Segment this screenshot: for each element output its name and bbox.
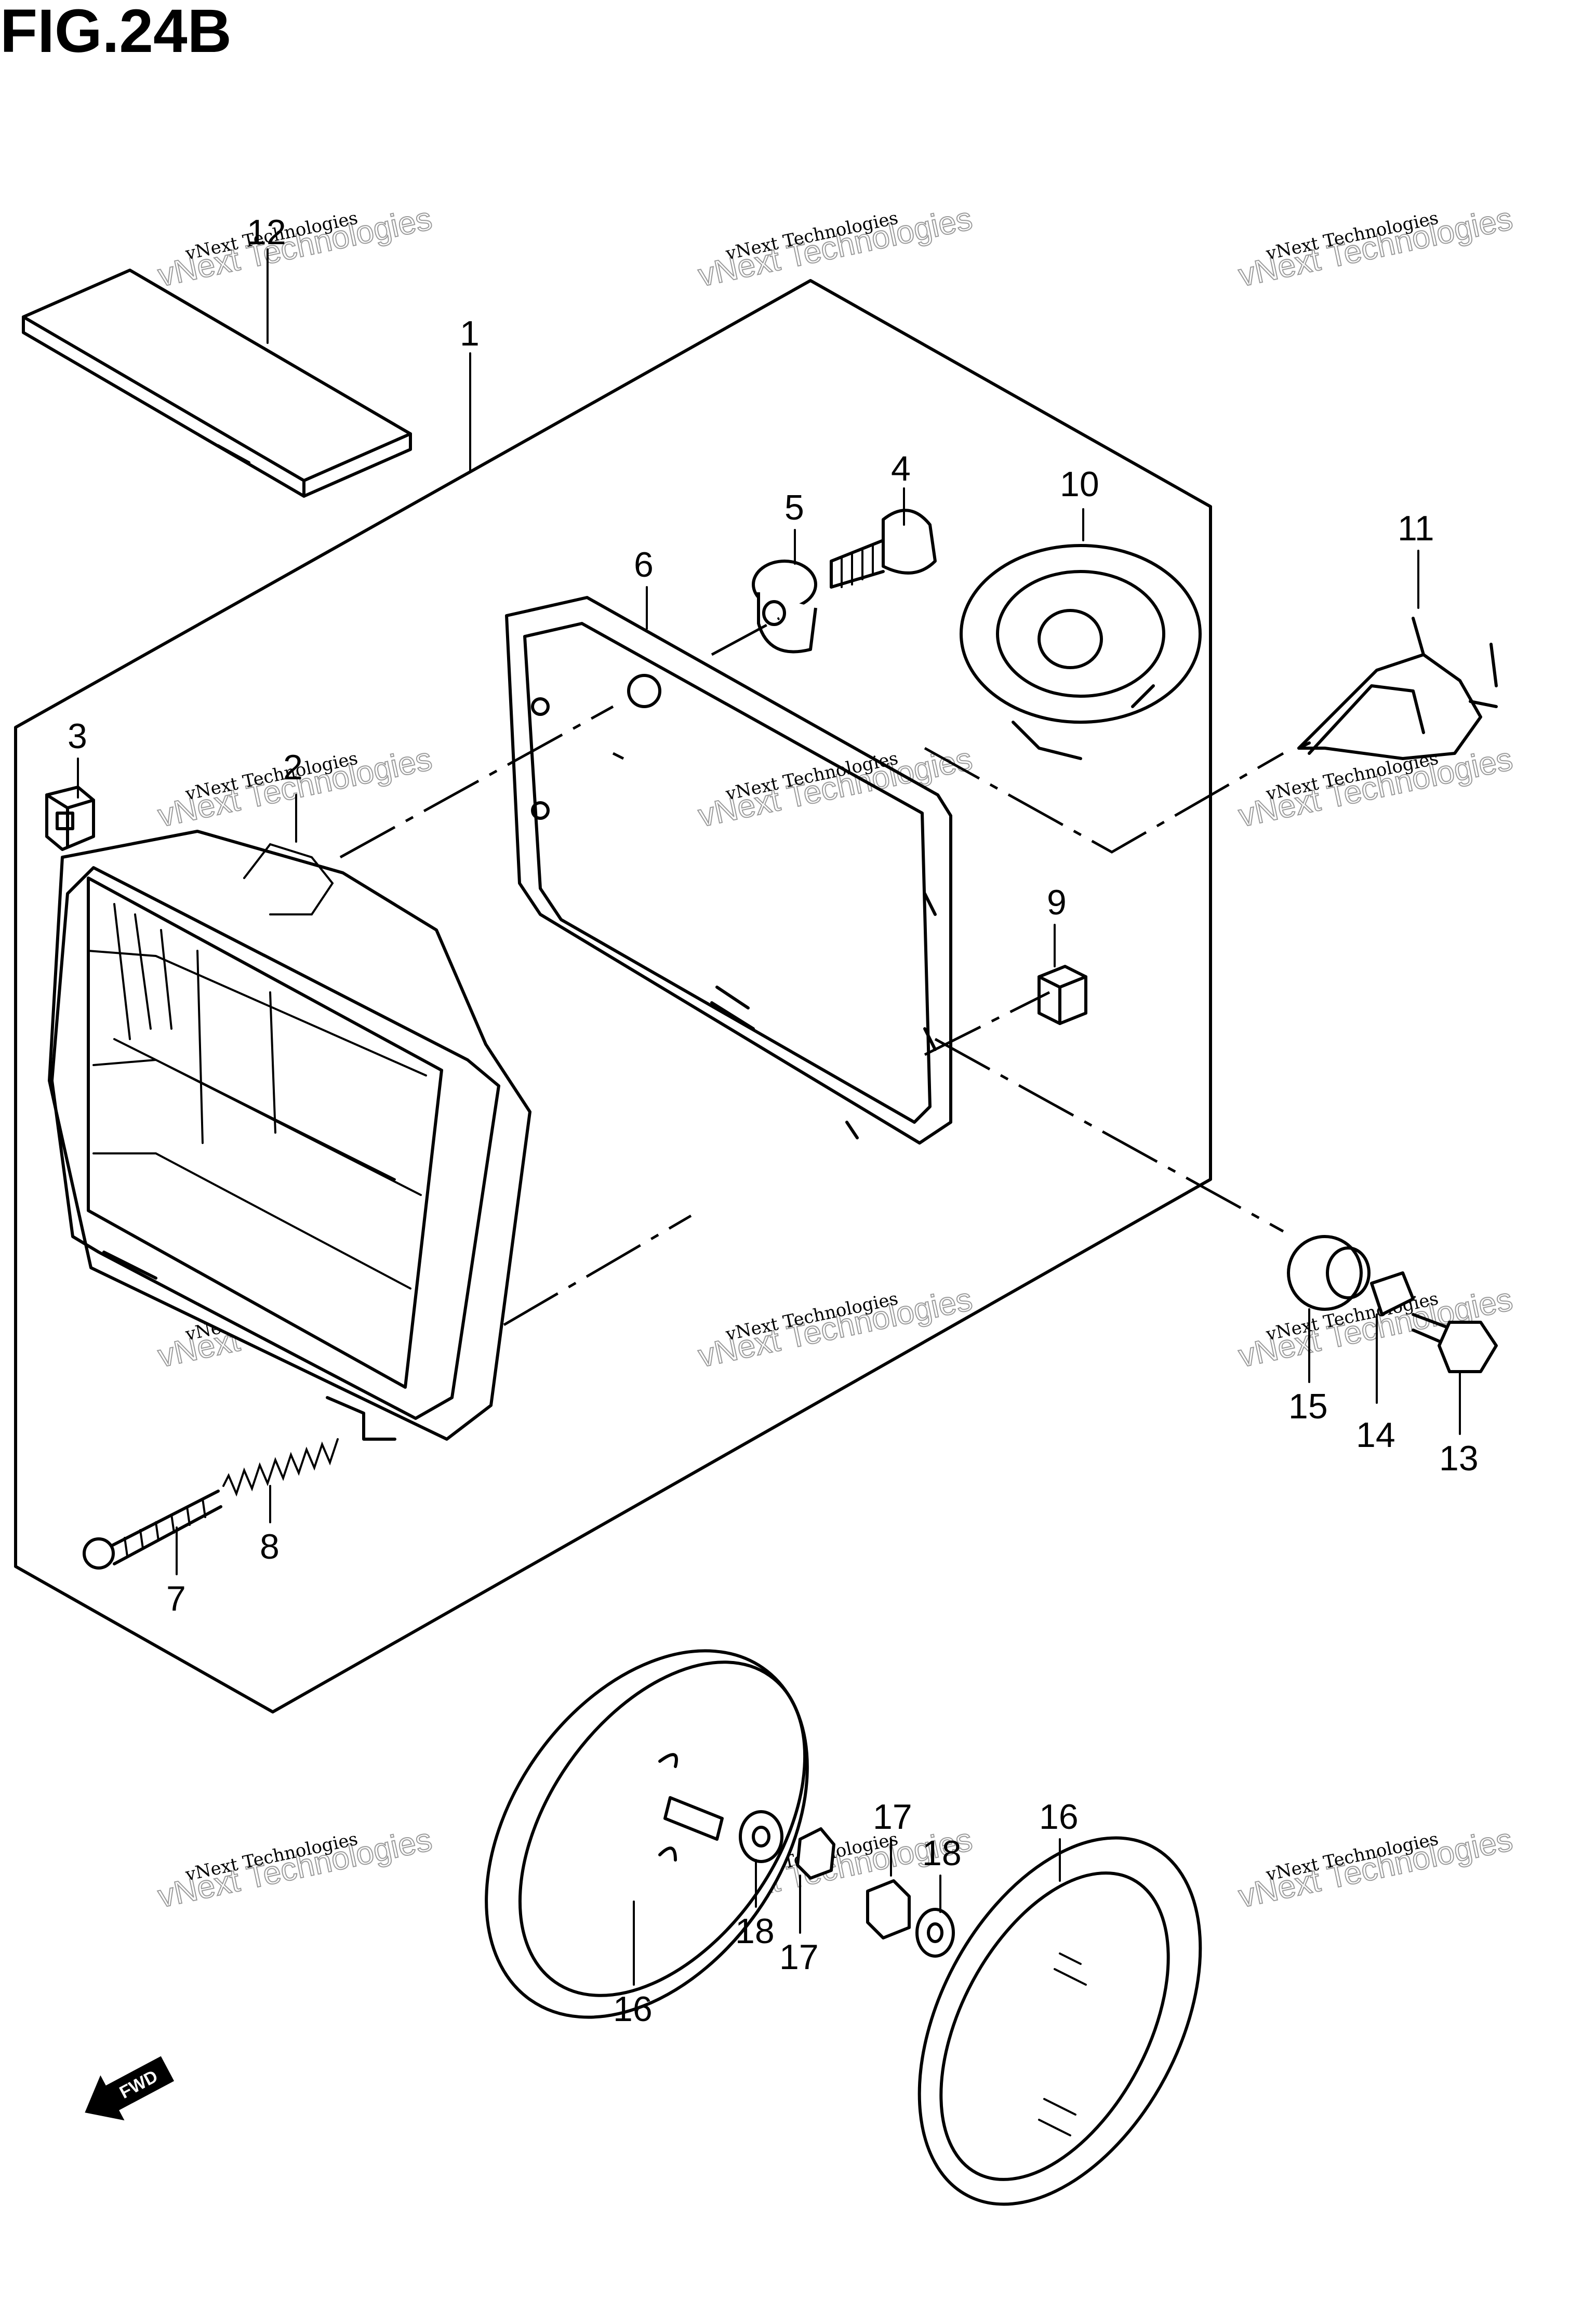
fwd-arrow-icon: FWD: [85, 2056, 175, 2121]
callout-16a: 16: [613, 1989, 653, 2029]
callout-4: 4: [891, 449, 911, 488]
grommet-part: [1287, 1235, 1371, 1311]
callout-3: 3: [68, 716, 87, 756]
clip-nut-part-3: [45, 786, 95, 851]
callout-16b: 16: [1039, 1797, 1079, 1837]
callout-8: 8: [260, 1527, 280, 1566]
adjuster-screw-part: [83, 1490, 222, 1570]
callout-17a: 17: [779, 1937, 819, 1977]
spacer-part: [1370, 1271, 1415, 1316]
callout-13: 13: [1439, 1439, 1479, 1478]
leader-lines: [77, 248, 1461, 1986]
label-plate-part: [22, 269, 412, 498]
callout-17b: 17: [873, 1797, 912, 1837]
callout-15: 15: [1288, 1387, 1328, 1426]
callout-7: 7: [166, 1579, 186, 1618]
screw-part-4: [830, 509, 937, 589]
rubber-cushion-part: [752, 560, 817, 654]
callout-18b: 18: [922, 1833, 962, 1873]
callout-5: 5: [784, 488, 804, 527]
callout-12: 12: [247, 212, 286, 252]
side-reflector-part: [917, 1836, 1202, 2206]
rim-frame-part: [505, 596, 952, 1145]
callout-18a: 18: [735, 1911, 775, 1951]
clip-nut-part-9: [1038, 965, 1087, 1025]
callout-1: 1: [460, 314, 480, 353]
washer-part-18b: [915, 1908, 955, 1958]
socket-cover-part: [960, 544, 1202, 760]
washer-part-18a: [739, 1810, 783, 1863]
assembly-boundary: [14, 279, 1212, 1713]
nut-part-17b: [866, 1879, 911, 1939]
callout-10: 10: [1060, 464, 1099, 504]
connection-lines: [339, 617, 1284, 1326]
bulb-part: [1297, 617, 1498, 760]
rear-reflector-part: [485, 1649, 809, 2019]
callout-2: 2: [283, 748, 303, 787]
callout-14: 14: [1356, 1415, 1395, 1455]
nut-part-17a: [796, 1827, 835, 1880]
spring-part: [222, 1438, 339, 1497]
figure-title: FIG.24B: [0, 0, 232, 65]
callout-9: 9: [1047, 883, 1067, 922]
callout-6: 6: [634, 545, 654, 584]
callout-11: 11: [1398, 509, 1434, 548]
bolt-part: [1412, 1313, 1498, 1373]
callouts: 12 1 3 2 4 5 6 10 11 9 8 7 15 14 13 17 1…: [68, 212, 1479, 2029]
headlight-lens-part: [48, 830, 531, 1441]
